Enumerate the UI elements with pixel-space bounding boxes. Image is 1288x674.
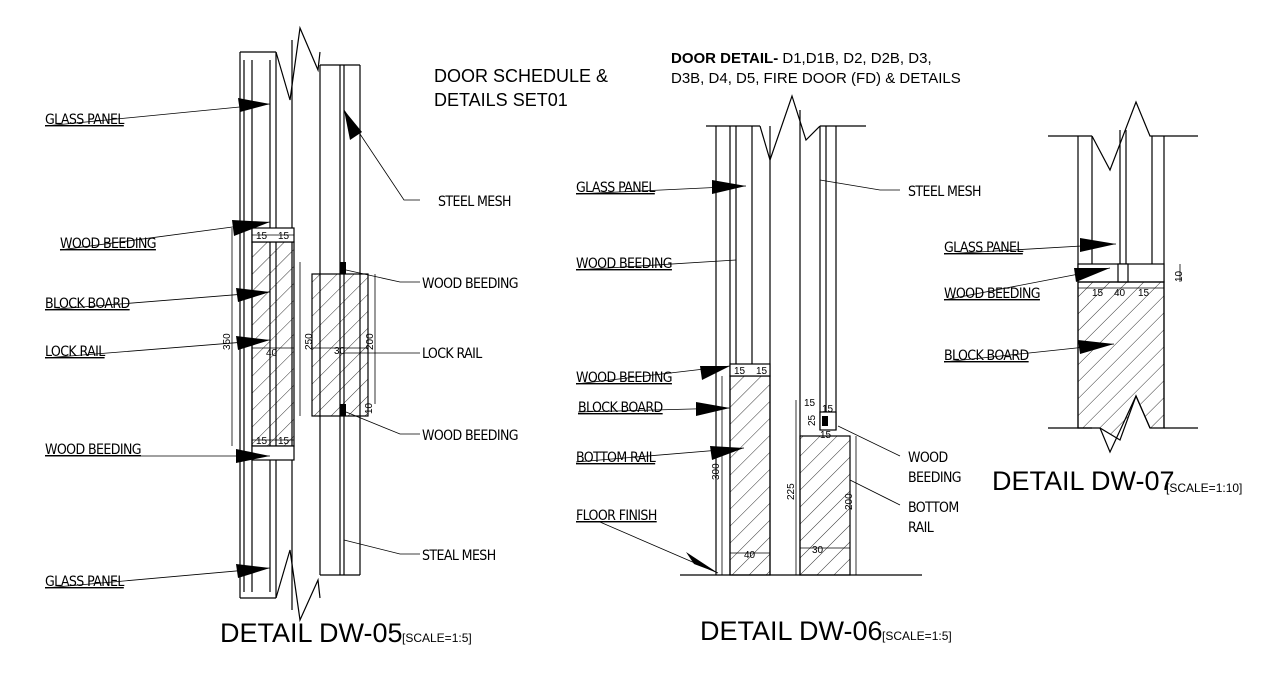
dw06-label-wood-beeding-2: WOOD BEEDING: [576, 370, 672, 386]
dw05-label-wood-beeding-1: WOOD BEEDING: [60, 236, 156, 252]
dw05-dim-10: 10: [364, 402, 375, 414]
dw06-dim-30: 30: [812, 545, 824, 556]
dw06-dim-15e: 15: [820, 430, 832, 441]
dw05-dim-15d: 15: [278, 436, 290, 447]
dw05-dim-15b: 15: [278, 231, 290, 242]
dw06-dim-40: 40: [744, 550, 756, 561]
dw07-scale: [SCALE=1:10]: [1166, 481, 1242, 495]
dw07-dim-10: 10: [1174, 270, 1185, 282]
dw06-scale: [SCALE=1:5]: [882, 629, 952, 643]
dw06-title: DETAIL DW-06: [700, 616, 883, 646]
dw06-dim-15b: 15: [756, 366, 768, 377]
dw06-label-bottom-rail-r-1: BOTTOM: [908, 500, 959, 516]
door-detail-line2: D3B, D4, D5, FIRE DOOR (FD) & DETAILS: [671, 70, 961, 87]
detail-dw07: 15 40 15 10 GLASS PANEL WOOD BEEDING BLO…: [943, 100, 1242, 496]
set-title-line1: DOOR SCHEDULE &: [434, 66, 608, 86]
dw06-dim-200: 200: [844, 493, 855, 510]
dw06-label-bottom-rail-r-2: RAIL: [908, 520, 934, 536]
dw07-dim-15b: 15: [1138, 288, 1150, 299]
dw06-label-steel-mesh: STEEL MESH: [908, 184, 981, 200]
dw06-dim-15d: 15: [822, 404, 834, 415]
dw05-label-glass-panel-top: GLASS PANEL: [45, 112, 124, 128]
dw05-dim-40: 40: [266, 348, 278, 359]
dw05-title: DETAIL DW-05: [220, 618, 403, 648]
dw05-label-wood-beeding-r1: WOOD BEEDING: [422, 276, 518, 292]
dw05-dim-15c: 15: [256, 436, 268, 447]
dw05-label-lock-rail-left: LOCK RAIL: [45, 344, 105, 360]
door-detail-line1: DOOR DETAIL- D1,D1B, D2, D2B, D3,: [671, 50, 932, 67]
dw05-dim-350: 350: [222, 333, 233, 350]
dw05-label-wood-beeding-r2: WOOD BEEDING: [422, 428, 518, 444]
detail-dw05: 15 15 15 15 40 30 350 250 200 10 GLASS P…: [44, 25, 519, 648]
dw05-dim-15a: 15: [256, 231, 268, 242]
dw06-label-block-board: BLOCK BOARD: [578, 400, 663, 416]
dw05-dim-30: 30: [334, 346, 346, 357]
set-title-line2: DETAILS SET01: [434, 90, 568, 110]
dw06-dim-15c: 15: [804, 398, 816, 409]
dw06-label-wood-beeding-r-2: BEEDING: [908, 470, 961, 486]
dw05-label-glass-panel-bottom: GLASS PANEL: [45, 574, 124, 590]
dw05-label-steel-mesh: STEEL MESH: [438, 194, 511, 210]
dw05-label-steal-mesh: STEAL MESH: [422, 548, 496, 564]
dw07-title: DETAIL DW-07: [992, 466, 1175, 496]
dw07-label-wood-beeding: WOOD BEEDING: [944, 286, 1040, 302]
dw06-dim-15a: 15: [734, 366, 746, 377]
dw05-dim-250: 250: [304, 333, 315, 350]
dw07-label-block-board: BLOCK BOARD: [944, 348, 1029, 364]
dw05-label-block-board: BLOCK BOARD: [45, 296, 130, 312]
dw06-dim-300: 300: [711, 463, 722, 480]
dw06-label-floor-finish: FLOOR FINISH: [576, 508, 657, 524]
detail-dw06: 15 15 300 40 225 30 200 15 25 15 15 GLAS…: [575, 94, 982, 646]
dw07-dim-15a: 15: [1092, 288, 1104, 299]
dw06-label-wood-beeding-1: WOOD BEEDING: [576, 256, 672, 272]
dw06-label-bottom-rail: BOTTOM RAIL: [576, 450, 656, 466]
dw06-dim-25: 25: [807, 414, 818, 426]
dw07-dim-40: 40: [1114, 288, 1126, 299]
dw06-dim-225: 225: [786, 483, 797, 500]
dw06-label-wood-beeding-r-1: WOOD: [908, 450, 948, 466]
dw05-dim-200: 200: [365, 333, 376, 350]
dw07-label-glass-panel: GLASS PANEL: [944, 240, 1023, 256]
dw05-scale: [SCALE=1:5]: [402, 631, 472, 645]
dw05-label-wood-beeding-2: WOOD BEEDING: [45, 442, 141, 458]
dw05-label-lock-rail-right: LOCK RAIL: [422, 346, 482, 362]
dw06-label-glass-panel: GLASS PANEL: [576, 180, 655, 196]
